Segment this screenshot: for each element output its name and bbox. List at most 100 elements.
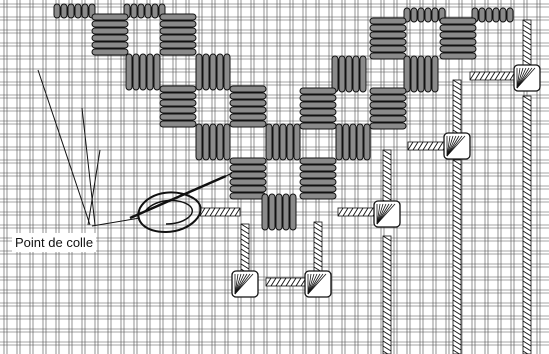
- needle-pointer-lines: [38, 70, 140, 226]
- stitch: [230, 100, 266, 106]
- stitch: [432, 56, 438, 92]
- stitch: [300, 193, 336, 199]
- twisted-bar: [200, 208, 240, 216]
- stitch-block: [196, 54, 230, 90]
- stitch-block: [196, 124, 230, 160]
- stitch: [404, 56, 410, 92]
- twisted-bar: [470, 72, 520, 80]
- stitch: [160, 14, 196, 20]
- stitch-block: [124, 4, 165, 18]
- stitch: [92, 35, 128, 41]
- stitch: [152, 4, 158, 18]
- stitch: [507, 8, 513, 22]
- stitch: [126, 54, 132, 90]
- stitch: [300, 165, 336, 171]
- stitch-block: [230, 86, 266, 127]
- stitch: [230, 114, 266, 120]
- stitch-block: [126, 54, 160, 90]
- stitch: [440, 18, 476, 24]
- stitch: [160, 93, 196, 99]
- stitch: [54, 4, 60, 18]
- stitch: [230, 158, 266, 164]
- stitch: [290, 194, 296, 230]
- stitch-block: [300, 88, 336, 129]
- stitch: [300, 116, 336, 122]
- stitch: [287, 124, 293, 160]
- stitch: [230, 165, 266, 171]
- stitch: [418, 56, 424, 92]
- stitch: [230, 172, 266, 178]
- corner-knot: [305, 271, 331, 297]
- stitch: [440, 46, 476, 52]
- stitch: [230, 186, 266, 192]
- stitch: [75, 4, 81, 18]
- stitch: [370, 88, 406, 94]
- twisted-bar: [453, 160, 461, 354]
- twisted-bar: [383, 236, 391, 354]
- stitch: [346, 56, 352, 92]
- stitch: [418, 8, 424, 22]
- stitch: [160, 42, 196, 48]
- stitch-block: [440, 18, 476, 59]
- stitch: [140, 54, 146, 90]
- stitch: [230, 86, 266, 92]
- stitch: [300, 179, 336, 185]
- twisted-bar: [523, 96, 531, 354]
- stitch: [230, 107, 266, 113]
- stitch: [217, 54, 223, 90]
- stitch: [364, 124, 370, 160]
- stitch: [353, 56, 359, 92]
- stitch: [370, 95, 406, 101]
- stitch: [224, 54, 230, 90]
- stitch: [133, 54, 139, 90]
- twisted-bar: [453, 80, 461, 140]
- stitch: [262, 194, 268, 230]
- stitch: [131, 4, 137, 18]
- stitch: [294, 124, 300, 160]
- stitch-block: [404, 56, 438, 92]
- corner-knot: [444, 133, 470, 159]
- stitch: [92, 21, 128, 27]
- stitch: [147, 54, 153, 90]
- stitch: [300, 95, 336, 101]
- stitch: [357, 124, 363, 160]
- stitch: [370, 123, 406, 129]
- stitch: [196, 54, 202, 90]
- stitch-block: [92, 14, 128, 55]
- stitch: [370, 116, 406, 122]
- stitch: [370, 25, 406, 31]
- stitch: [160, 107, 196, 113]
- stitch: [486, 8, 492, 22]
- stitch: [203, 124, 209, 160]
- stitch: [500, 8, 506, 22]
- stitch: [283, 194, 289, 230]
- stitch: [230, 179, 266, 185]
- stitch: [479, 8, 485, 22]
- stitch: [230, 193, 266, 199]
- stitch: [224, 124, 230, 160]
- stitch: [370, 46, 406, 52]
- stitch: [92, 49, 128, 55]
- stitch: [370, 102, 406, 108]
- stitch: [370, 18, 406, 24]
- stitch: [138, 4, 144, 18]
- stitch: [300, 186, 336, 192]
- stitch: [210, 124, 216, 160]
- stitch: [370, 109, 406, 115]
- stitch: [332, 56, 338, 92]
- stitch: [300, 109, 336, 115]
- stitch-block: [370, 88, 406, 129]
- twisted-bar: [383, 150, 391, 205]
- stitch: [350, 124, 356, 160]
- stitch: [160, 86, 196, 92]
- stitch: [300, 123, 336, 129]
- stitch-block: [160, 86, 196, 127]
- stitch: [276, 194, 282, 230]
- stitch-block: [266, 124, 300, 160]
- stitch: [92, 42, 128, 48]
- twisted-bar: [523, 20, 531, 70]
- stitch-block: [336, 124, 370, 160]
- stitch: [336, 124, 342, 160]
- stitch: [300, 88, 336, 94]
